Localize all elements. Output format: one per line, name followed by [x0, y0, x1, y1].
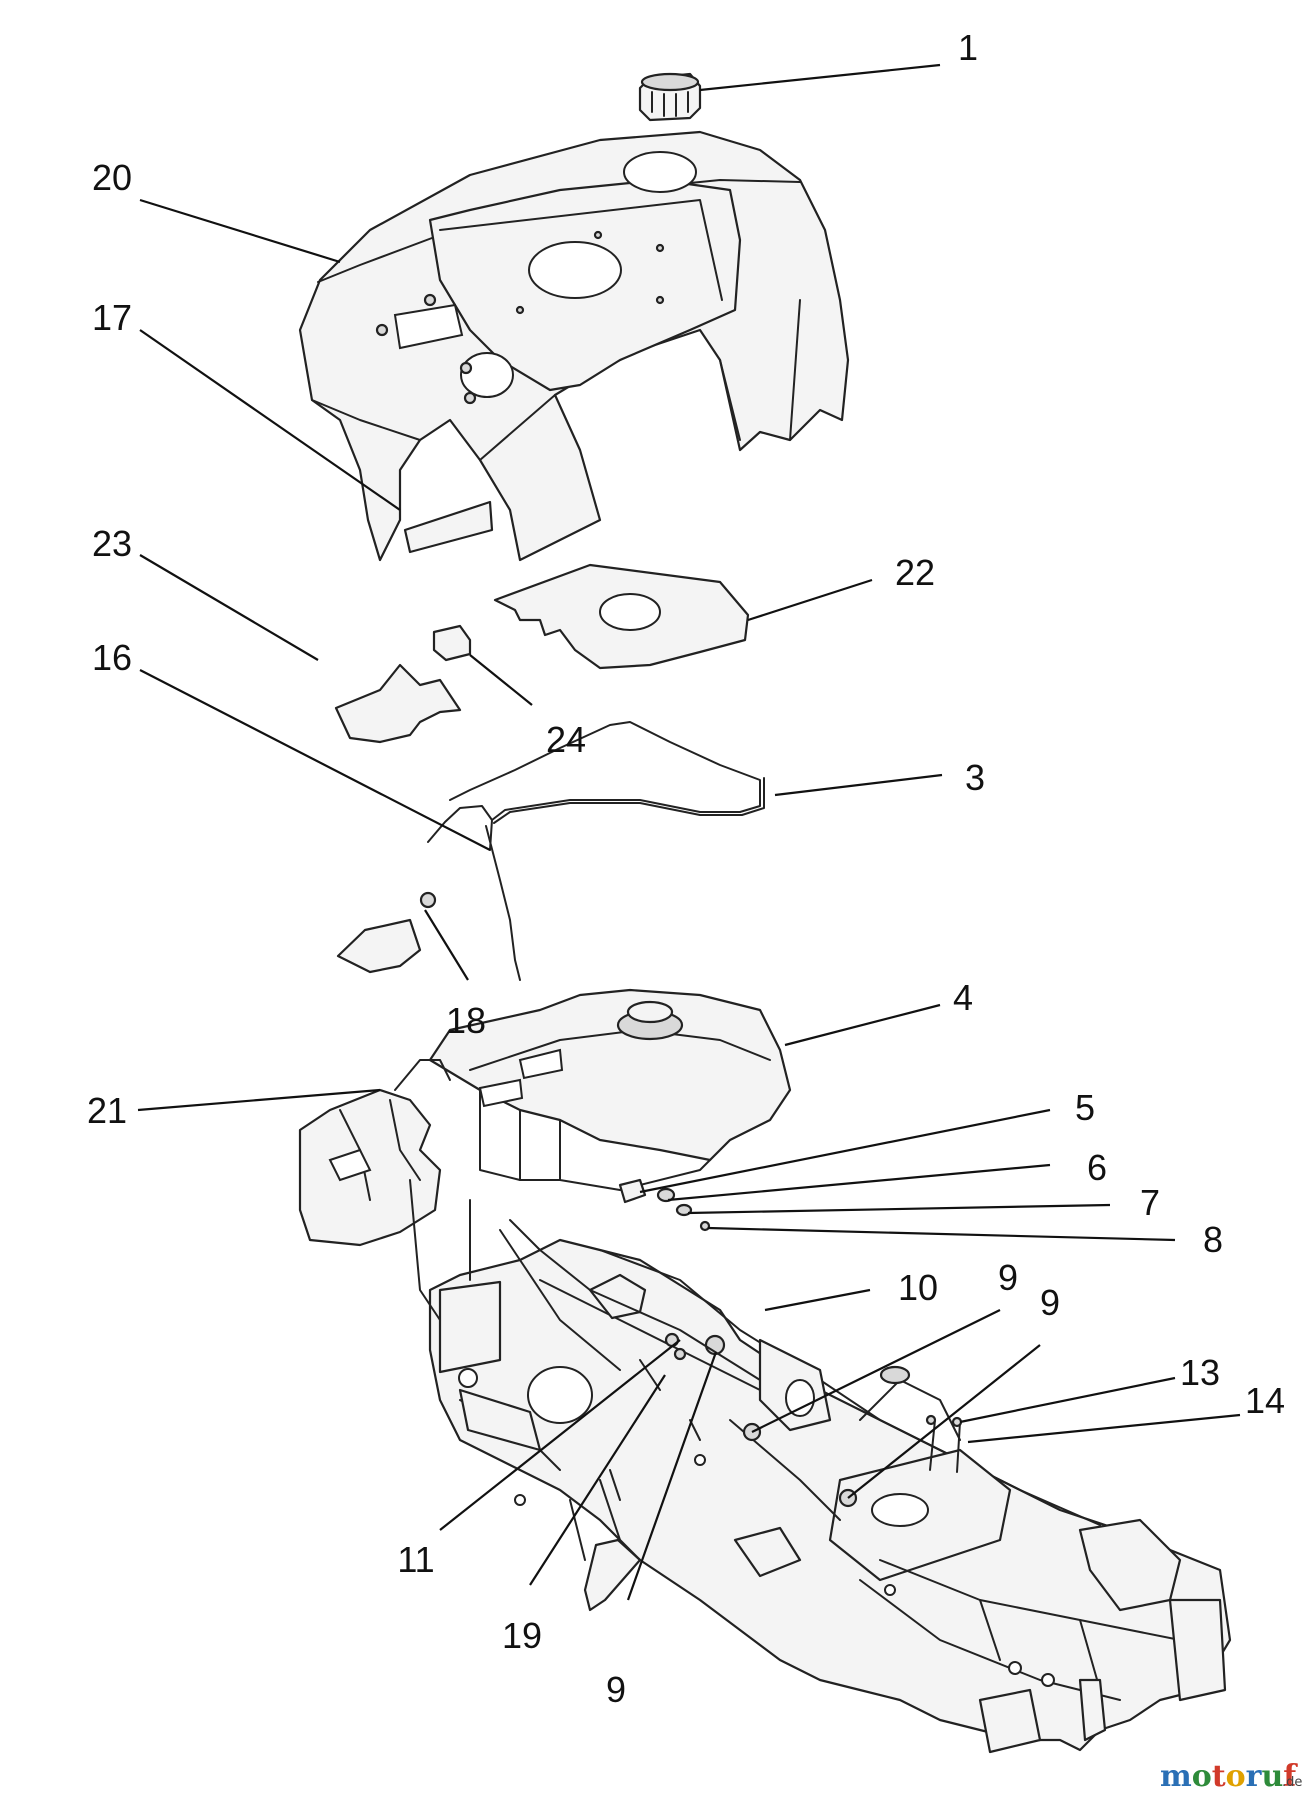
- callout-16: 16: [92, 637, 132, 678]
- callout-6: 6: [1087, 1147, 1107, 1188]
- callout-23: 23: [92, 523, 132, 564]
- fuel-tank-part: [428, 988, 792, 1191]
- callout-9a: 9: [998, 1257, 1018, 1298]
- watermark-letter: f: [1283, 1759, 1298, 1794]
- callout-3: 3: [965, 757, 985, 798]
- callout-24: 24: [546, 719, 586, 760]
- callout-13: 13: [1180, 1352, 1220, 1393]
- callout-10: 10: [898, 1267, 938, 1308]
- watermark-letter: r: [1246, 1759, 1263, 1794]
- decal-strip-part: [403, 500, 494, 554]
- fuel-line-part: [336, 721, 765, 981]
- callout-11: 11: [397, 1539, 434, 1580]
- callout-8: 8: [1203, 1219, 1223, 1260]
- watermark-tld: .de: [1282, 1775, 1302, 1790]
- leader-lines: [137, 63, 1241, 1601]
- lower-shield-plate-part: [334, 663, 462, 744]
- callout-17: 17: [92, 297, 132, 338]
- callout-7: 7: [1140, 1182, 1160, 1223]
- callout-14: 14: [1245, 1380, 1285, 1421]
- callout-9c: 9: [606, 1669, 626, 1710]
- watermark-letter: u: [1261, 1759, 1283, 1794]
- fuel-cap-part: [638, 72, 702, 122]
- bumper-block-part: [432, 624, 472, 662]
- callout-1: 1: [958, 27, 978, 68]
- callout-4: 4: [953, 977, 973, 1018]
- callout-5: 5: [1075, 1087, 1095, 1128]
- callout-20: 20: [92, 157, 132, 198]
- callout-21: 21: [87, 1090, 127, 1131]
- callout-9b: 9: [1040, 1282, 1060, 1323]
- watermark-letter: t: [1212, 1759, 1226, 1794]
- watermark-letter: m: [1160, 1759, 1192, 1794]
- watermark-letter: o: [1226, 1759, 1246, 1794]
- hood-panel-part: [298, 130, 850, 562]
- fastener-set-part: [618, 1178, 711, 1232]
- watermark-brand: motoruf: [1160, 1759, 1298, 1794]
- chassis-frame-part: [409, 1179, 1232, 1754]
- callout-18: 18: [446, 1000, 486, 1041]
- callout-22: 22: [895, 552, 935, 593]
- callout-labels: 1 20 17 23 22 16 24 3 4 18 21 5 6 7 8 10…: [87, 27, 1285, 1710]
- callout-19: 19: [502, 1615, 542, 1656]
- watermark-logo: motoruf .de: [1160, 1759, 1302, 1794]
- side-bracket-part: [298, 1059, 451, 1247]
- heat-shield-plate-part: [493, 563, 750, 670]
- watermark-letter: o: [1192, 1759, 1212, 1794]
